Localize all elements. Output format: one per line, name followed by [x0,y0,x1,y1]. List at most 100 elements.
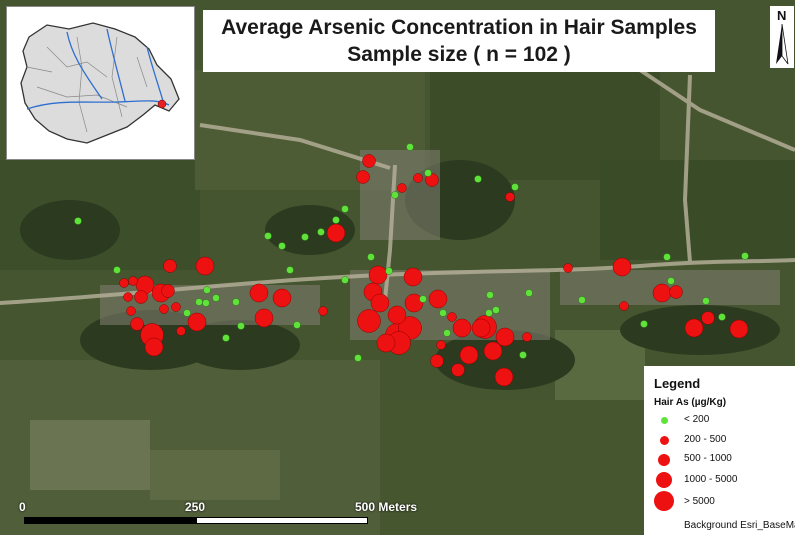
legend-item-500-1000: 500 - 1000 [644,450,795,470]
sample-point [718,313,726,321]
sample-point [357,309,381,333]
sample-point [419,295,427,303]
map-title: Average Arsenic Concentration in Hair Sa… [221,16,697,39]
sample-point [187,312,207,332]
sample-point [684,318,704,338]
north-arrow: N [770,6,794,68]
sample-point [485,309,493,317]
sample-point [144,337,164,357]
sample-point [370,293,390,313]
legend-label: 200 - 500 [684,434,727,445]
sample-point [451,363,465,377]
sample-point [578,296,586,304]
sample-point [202,299,210,307]
legend-item-lt200: < 200 [644,411,795,431]
sample-point [249,283,269,303]
sample-point [356,170,370,184]
sample-point [563,263,573,273]
legend-label: > 5000 [684,496,715,507]
sample-point [492,306,500,314]
sample-point [619,301,629,311]
sample-point [474,175,482,183]
sample-point [212,294,220,302]
sample-point [667,277,675,285]
sample-point [413,173,423,183]
sample-point [741,252,749,260]
sample-point [519,351,527,359]
sample-point [126,306,136,316]
sample-point [729,319,749,339]
sample-point [404,293,424,313]
sample-point [119,278,129,288]
legend-symbol [654,491,674,511]
sample-point [113,266,121,274]
sample-point [702,297,710,305]
sample-point [171,302,181,312]
location-marker [157,99,167,109]
sample-point [376,333,396,353]
legend-label: < 200 [684,414,710,425]
sample-point [511,183,519,191]
sample-point [471,318,491,338]
sample-point [326,223,346,243]
scale-label-250: 250 [185,500,206,514]
sample-point [439,309,447,317]
legend-label: 1000 - 5000 [684,474,738,485]
sample-point [341,205,349,213]
sample-point [443,329,451,337]
sample-point [332,216,340,224]
legend-item-1000-5000: 1000 - 5000 [644,471,795,491]
sample-point [452,318,472,338]
sample-point [341,276,349,284]
sample-point [663,253,671,261]
state-outline [20,22,180,144]
scale-bar-white [196,517,368,524]
sample-point [161,284,175,298]
sample-point [669,285,683,299]
scale-bar-black [24,517,196,524]
sample-point [367,253,375,261]
sample-point [176,326,186,336]
map-subtitle: Sample size ( n = 102 ) [347,43,571,66]
inset-locator-map [6,6,195,160]
sample-point [640,320,648,328]
sample-point [612,257,632,277]
scale-label-0: 0 [19,500,26,514]
sample-point [368,265,388,285]
sample-point [203,286,211,294]
sample-point [159,304,169,314]
sample-point [183,309,191,317]
sample-point [505,192,515,202]
sample-point [123,292,133,302]
sample-point [237,322,245,330]
sample-point [701,311,715,325]
sample-point [436,340,446,350]
sample-point [130,317,144,331]
legend-symbol [658,454,670,466]
sample-point [430,354,444,368]
scale-label-500: 500 Meters [355,500,418,514]
sample-point [391,191,399,199]
sample-point [447,312,457,322]
basemap-credit: Background Esri_BaseMap [684,520,795,531]
sample-point [459,345,479,365]
sample-point [525,289,533,297]
sample-point [286,266,294,274]
legend-symbol [660,436,669,445]
legend-title: Legend [654,376,701,391]
sample-point [362,154,376,168]
sample-point [222,334,230,342]
sample-point [425,173,439,187]
sample-point [74,217,82,225]
sample-point [403,267,423,287]
sample-point [522,332,532,342]
sample-point [195,298,203,306]
sample-point [272,288,292,308]
sample-point [318,306,328,316]
sample-point [424,169,432,177]
sample-point [652,283,672,303]
sample-point [354,354,362,362]
sample-point [406,143,414,151]
legend-symbol [661,417,668,424]
